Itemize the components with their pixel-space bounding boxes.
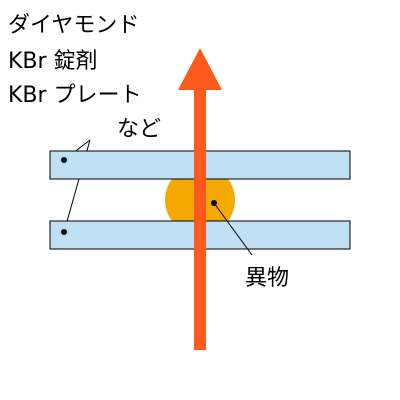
- window-label-kbr-plate: KBr プレート: [8, 83, 142, 108]
- window-label-kbr-pellet: KBr 錠剤: [8, 49, 98, 74]
- bottom-plate-marker-dot: [61, 229, 67, 235]
- top-plate-marker-dot: [61, 157, 67, 163]
- window-label-diamond: ダイヤモンド: [8, 13, 139, 38]
- arrow-up-icon: [178, 48, 222, 350]
- foreign-matter-label: 異物: [245, 266, 289, 291]
- window-label-etc: など: [117, 117, 161, 142]
- beam-arrow-shaft: [194, 85, 206, 350]
- beam-arrow-head: [178, 48, 222, 90]
- leader-line-foreign: [213, 202, 253, 256]
